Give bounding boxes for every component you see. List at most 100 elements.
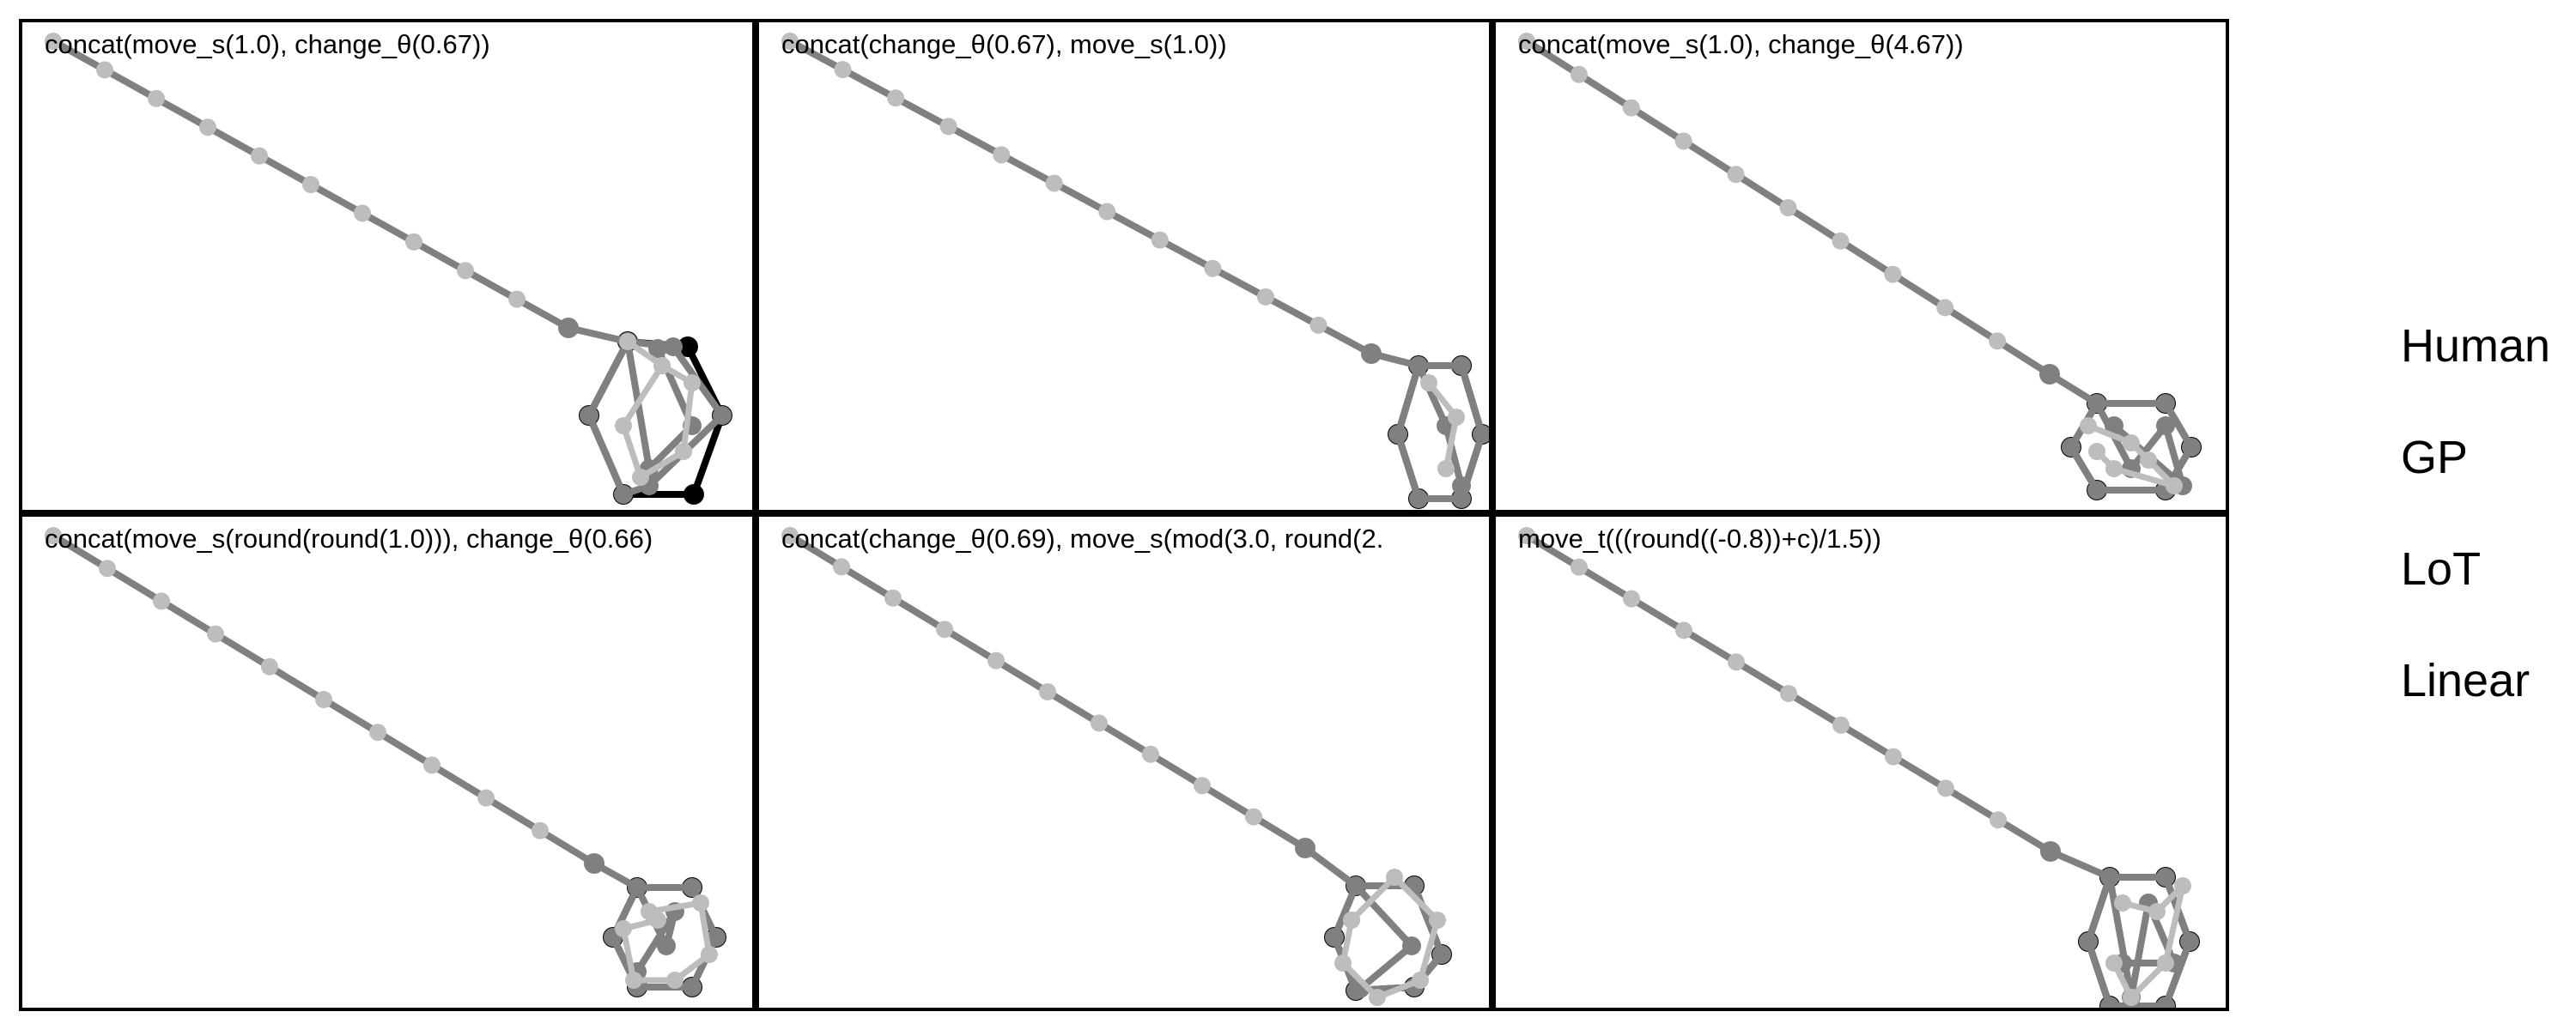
gp-path (2046, 371, 2195, 494)
lot-point-4 (1369, 989, 1386, 1006)
linear-point-1 (834, 61, 852, 79)
gp-point-5 (2062, 438, 2081, 457)
lot-point-5 (2088, 443, 2105, 460)
panel-6-title: move_t(((round((-0.8))+c)/1.5)) (1518, 524, 1881, 554)
linear-point-5 (1045, 174, 1063, 192)
linear-point-5 (315, 691, 332, 708)
gp-point-9 (648, 339, 667, 358)
linear-point-6 (1832, 716, 1850, 734)
linear-point-4 (993, 146, 1011, 164)
linear-point-2 (884, 589, 902, 607)
gp-point-4 (2100, 997, 2119, 1008)
panel-5-title: concat(change_θ(0.69), move_s(mod(3.0, r… (781, 524, 1384, 554)
panel-5-plot (781, 527, 1452, 1006)
linear-point-0 (781, 33, 799, 50)
lot-point-2 (1437, 460, 1455, 477)
linear-point-8 (477, 789, 495, 807)
gp-point-2 (2182, 438, 2201, 457)
gp-point-2 (1432, 945, 1451, 964)
gp-point-5 (1388, 425, 1407, 444)
lot-point-4 (2123, 989, 2140, 1006)
linear-point-5 (1039, 683, 1056, 700)
linear-point-0 (45, 527, 62, 544)
lot-point-3 (675, 443, 692, 460)
linear-point-1 (833, 558, 850, 576)
linear-point-6 (1098, 203, 1116, 221)
panel-1: concat(move_s(1.0), change_θ(0.67)) (19, 19, 756, 513)
gp-point-4 (614, 485, 633, 504)
linear-point-4 (1728, 653, 1745, 671)
panel-3-title: concat(move_s(1.0), change_θ(4.67)) (1518, 29, 1964, 59)
linear-point-2 (1623, 590, 1640, 608)
gp-point-1 (2156, 868, 2175, 887)
linear-point-0 (1518, 33, 1535, 50)
linear-point-7 (1142, 745, 1159, 763)
lot-point-6 (649, 912, 666, 929)
lot-point-2 (701, 946, 718, 963)
gp-point-6 (2100, 868, 2119, 887)
lot-point-1 (692, 894, 709, 912)
legend-human: Human (2401, 320, 2551, 372)
panel-1-title: concat(move_s(1.0), change_θ(0.67)) (45, 29, 490, 59)
lot-point-5 (615, 417, 632, 434)
lot-point-1 (1386, 869, 1403, 886)
linear-point-3 (1674, 132, 1692, 150)
gp-point-5 (580, 406, 598, 425)
linear-point-9 (508, 290, 526, 308)
lot-point-3 (666, 972, 683, 989)
gp-point-1 (664, 337, 683, 356)
gp-point-4 (2087, 481, 2106, 500)
linear-point-8 (1194, 777, 1211, 795)
linear-point-0 (45, 33, 62, 50)
legend-lot: LoT (2401, 543, 2482, 595)
linear-point-3 (939, 118, 957, 136)
lot-point-0 (619, 333, 636, 350)
lot-point-2 (683, 374, 701, 391)
gp-point-4 (1409, 489, 1428, 508)
gp-point-3 (2156, 997, 2175, 1008)
linear-point-0 (1518, 527, 1535, 544)
lot-point-4 (632, 469, 649, 486)
gp-point-6 (2087, 394, 2106, 413)
linear-point-9 (1989, 332, 2007, 350)
linear-point-4 (1727, 166, 1745, 184)
linear-point-7 (1884, 265, 1902, 283)
linear-point-6 (354, 204, 371, 222)
linear-point-8 (1204, 259, 1222, 277)
linear-point-9 (1245, 808, 1262, 826)
panel-4-plot (45, 527, 726, 997)
gp-point-1 (2156, 394, 2175, 413)
lot-point-5 (1334, 954, 1352, 972)
linear-point-5 (1780, 685, 1797, 702)
lot-point-5 (615, 920, 632, 937)
linear-point-2 (153, 592, 170, 610)
linear-point-3 (207, 625, 224, 643)
linear-point-7 (1885, 748, 1902, 766)
panel-4-title: concat(move_s(round(round(1.0))), change… (45, 524, 653, 554)
linear-point-1 (96, 61, 113, 79)
trajectory-line (787, 38, 1375, 357)
gp-point-8 (2156, 416, 2175, 435)
panel-2-plot (781, 33, 1489, 509)
panel-4: concat(move_s(round(round(1.0))), change… (19, 513, 756, 1011)
panel-6: move_t(((round((-0.8))+c)/1.5)) (1492, 513, 2229, 1011)
linear-point-6 (1832, 232, 1850, 250)
lot-point-0 (2080, 417, 2097, 434)
linear-point-2 (1622, 99, 1640, 117)
human-point-1 (677, 336, 698, 357)
linear-point-5 (1779, 199, 1797, 216)
lot-point-1 (1448, 409, 1465, 426)
gp-point-7 (1402, 936, 1421, 955)
linear-point-7 (1151, 231, 1169, 249)
lot-point-3 (2157, 954, 2174, 972)
linear-point-8 (1937, 779, 1954, 797)
gp-point-6 (1409, 356, 1428, 375)
lot-point-4 (625, 972, 642, 989)
gp-point-8 (1452, 476, 1471, 495)
linear-point-10 (1309, 316, 1327, 334)
gp-point-5 (1325, 928, 1344, 947)
linear-point-2 (887, 89, 905, 107)
lot-point-5 (2105, 954, 2123, 972)
lot-point-3 (2166, 477, 2183, 494)
panel-3-plot (1518, 33, 2202, 500)
